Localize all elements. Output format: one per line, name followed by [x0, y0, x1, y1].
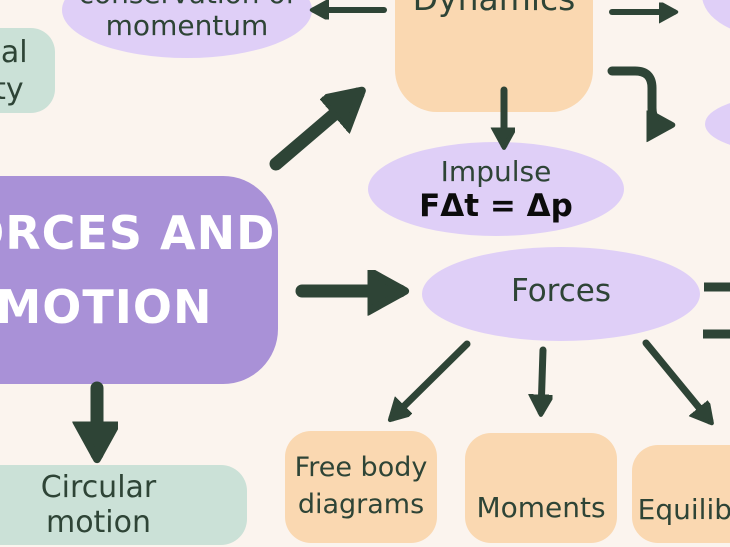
node-dynamics-label: Dynamics [413, 0, 576, 16]
node-free-body-diagrams: Free body diagrams [285, 431, 437, 543]
node-conservation-of-momentum: conservation of momentum [62, 0, 312, 58]
clipped-node-top-right [702, 0, 730, 38]
node-free-body-diagrams-label: Free body diagrams [294, 452, 428, 520]
node-terminal-velocity-label: terminal velocity [0, 34, 28, 107]
clipped-node-right [705, 96, 730, 152]
node-forces-label: Forces [510, 273, 612, 309]
node-conservation-of-momentum-label: conservation of momentum [79, 0, 296, 42]
node-dynamics: Dynamics [395, 0, 593, 112]
impulse-formula: FΔt = Δp [419, 187, 573, 224]
node-moments-label: Moments [476, 491, 606, 524]
node-moments: Moments [465, 433, 617, 543]
arrow-forces-to-equilibrium [642, 339, 710, 421]
node-forces-and-motion: FORCES AND MOTION [0, 176, 278, 384]
node-impulse: Impulse FΔt = Δp [368, 142, 624, 236]
node-terminal-velocity: terminal velocity [0, 28, 55, 113]
node-forces-and-motion-label: FORCES AND MOTION [0, 206, 276, 334]
node-circular-motion: Circular motion [0, 465, 247, 545]
node-impulse-label: Impulse [440, 154, 552, 188]
arrow-forces-to-moments [541, 346, 543, 412]
node-equilibrium: Equilibrium [632, 445, 730, 543]
arrow-central-to-dynamics [269, 94, 358, 171]
arrow-curved-to-right-node [607, 66, 669, 125]
node-equilibrium-label: Equilibrium [637, 493, 730, 526]
node-circular-motion-label: Circular motion [40, 470, 157, 540]
arrow-forces-to-free-body-diagrams [392, 340, 471, 418]
node-forces: Forces [422, 247, 700, 341]
